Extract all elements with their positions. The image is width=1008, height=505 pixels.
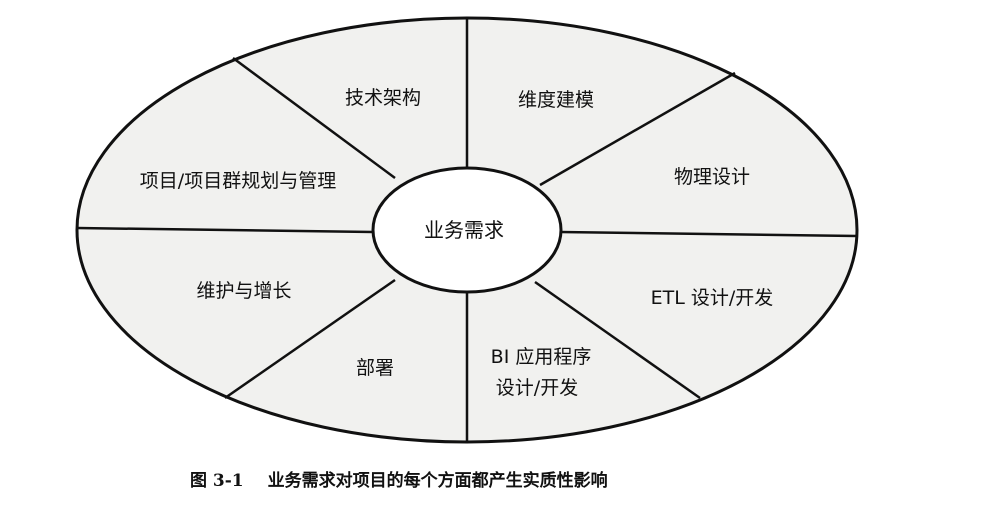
- divider-lower-left: [224, 278, 396, 400]
- divider-lower-right: [534, 280, 701, 400]
- center-circle: [371, 166, 563, 294]
- segment-label-dim: 维度建模: [518, 89, 594, 111]
- divider-left: [76, 226, 374, 234]
- segment-label-phys: 物理设计: [674, 166, 750, 188]
- figure-number: 图 3-1: [190, 471, 244, 491]
- segment-label-etl: ETL 设计/开发: [651, 287, 774, 309]
- center-label: 业务需求: [424, 218, 504, 242]
- divider-upper-left: [232, 56, 396, 180]
- segment-label-deploy: 部署: [356, 357, 394, 379]
- segment-dividers: [76, 18, 858, 442]
- segment-label-bi-line2: 设计/开发: [496, 377, 578, 399]
- segment-label-bi-line1: BI 应用程序: [491, 346, 592, 368]
- divider-right: [559, 230, 858, 238]
- figure-caption-text: 业务需求对项目的每个方面都产生实质性影响: [267, 471, 608, 491]
- divider-upper-right: [539, 71, 736, 187]
- lifecycle-diagram: 业务需求 技术架构 维度建模 物理设计 ETL 设计/开发 BI 应用程序 设计…: [75, 16, 859, 444]
- segment-label-plan: 项目/项目群规划与管理: [140, 170, 336, 192]
- segment-label-maint: 维护与增长: [196, 280, 291, 302]
- segment-label-tech: 技术架构: [345, 87, 421, 109]
- figure-caption: 图 3-1 业务需求对项目的每个方面都产生实质性影响: [190, 466, 608, 491]
